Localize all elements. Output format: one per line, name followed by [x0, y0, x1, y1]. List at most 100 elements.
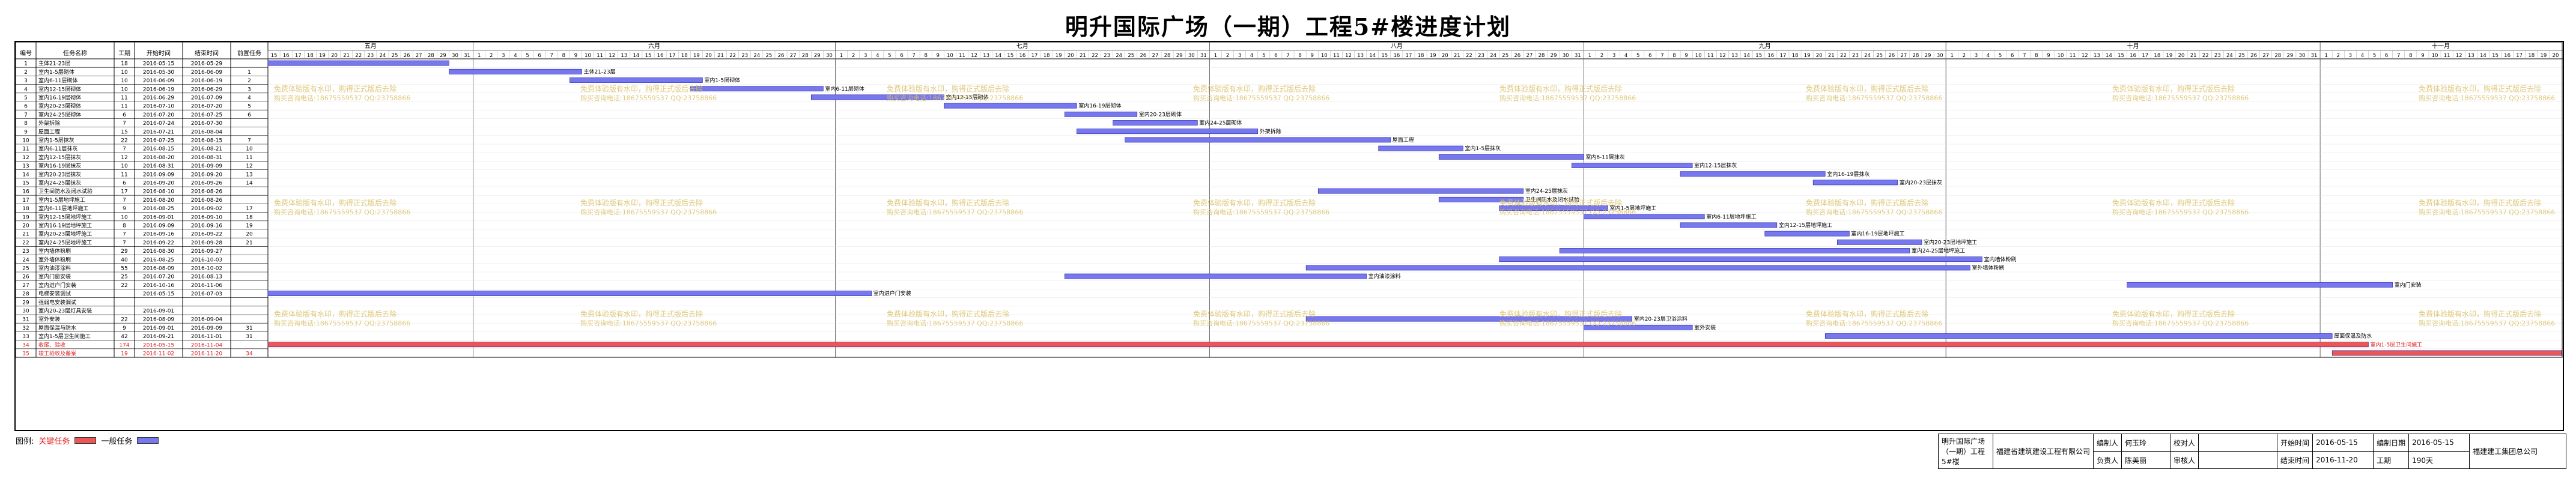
- task-bar: [1438, 196, 1524, 202]
- day-tick-label: 4: [1987, 53, 1990, 59]
- task-cell: 2016-10-02: [191, 266, 222, 272]
- day-tick-label: 15: [1755, 53, 1762, 59]
- task-cell: 22: [121, 317, 127, 323]
- day-tick-label: 11: [1333, 53, 1340, 59]
- task-cell: 11: [22, 147, 29, 153]
- day-tick-label: 8: [2035, 53, 2038, 59]
- task-cell: 17: [22, 198, 29, 204]
- day-tick-label: 26: [778, 53, 785, 59]
- day-tick-label: 3: [1238, 53, 1241, 59]
- task-cell: 2016-08-26: [191, 189, 223, 195]
- task-name: 外架拆除: [38, 119, 60, 127]
- task-cell: 15: [22, 181, 29, 187]
- task-cell: 2016-09-16: [143, 232, 175, 238]
- task-cell: 2016-09-27: [191, 249, 222, 255]
- day-tick-label: 24: [1116, 53, 1122, 59]
- day-tick-label: 13: [2468, 53, 2474, 59]
- day-tick-label: 5: [1636, 53, 1639, 59]
- task-cell: 22: [22, 240, 29, 246]
- task-cell: 26: [22, 274, 29, 280]
- task-cell: 2016-08-31: [191, 155, 222, 161]
- task-cell: 19: [22, 214, 29, 220]
- day-tick-label: 17: [1031, 53, 1038, 59]
- day-tick-label: 9: [1310, 53, 1313, 59]
- task-cell: 34: [22, 342, 29, 348]
- task-cell: 174: [119, 342, 129, 348]
- day-tick-label: 8: [2409, 53, 2412, 59]
- task-cell: 2016-06-09: [143, 78, 175, 84]
- task-cell: 2016-07-20: [143, 112, 175, 118]
- task-cell: 2016-06-29: [191, 86, 223, 92]
- day-tick-label: 27: [790, 53, 797, 59]
- task-cell: 19: [121, 351, 128, 357]
- day-tick-label: 14: [1369, 53, 1376, 59]
- task-name: 室内6-11层砌体: [38, 77, 77, 84]
- task-bar-label: 屋面工程: [1393, 137, 1414, 144]
- task-cell: 2016-08-09: [143, 266, 175, 272]
- task-cell: 30: [22, 309, 29, 315]
- day-tick-label: 2: [2337, 53, 2340, 59]
- task-cell: 33: [22, 334, 29, 340]
- task-cell: 2016-09-09: [191, 325, 223, 331]
- task-cell: 2016-09-26: [191, 181, 223, 187]
- watermark-line1: 免费体验版有水印，购得正式版后去除: [580, 309, 703, 318]
- day-tick-label: 8: [562, 53, 565, 59]
- day-tick-label: 2: [852, 53, 855, 59]
- task-name: 电梯安装调试: [38, 290, 71, 297]
- day-tick-label: 25: [2238, 53, 2245, 59]
- task-cell: 12: [246, 163, 252, 169]
- task-cell: 7: [123, 240, 126, 246]
- legend-label: 图例:: [16, 437, 34, 446]
- day-tick-label: 30: [826, 53, 833, 59]
- page-title: 明升国际广场（一期）工程5#楼进度计划: [1065, 13, 1511, 40]
- day-tick-label: 31: [1200, 53, 1207, 59]
- task-cell: 22: [121, 283, 127, 289]
- task-cell: 32: [22, 325, 29, 331]
- day-tick-label: 24: [753, 53, 760, 59]
- day-tick-label: 14: [995, 53, 1001, 59]
- watermark-line2: 购买咨询电话:18675559537 QQ:23758866: [580, 319, 717, 327]
- day-tick-label: 14: [2106, 53, 2112, 59]
- task-cell: 2016-08-30: [143, 249, 175, 255]
- watermark-line2: 购买咨询电话:18675559537 QQ:23758866: [274, 94, 410, 102]
- watermark-line1: 免费体验版有水印，购得正式版后去除: [274, 84, 396, 93]
- day-tick-label: 5: [526, 53, 529, 59]
- column-header: 编号: [20, 49, 32, 57]
- day-tick-label: 20: [1442, 53, 1448, 59]
- task-bar: [1680, 222, 1778, 228]
- watermark-line1: 免费体验版有水印，购得正式版后去除: [2112, 198, 2235, 207]
- month-label: 五月: [365, 43, 377, 50]
- task-cell: 8: [123, 223, 126, 229]
- watermark-line1: 免费体验版有水印，购得正式版后去除: [2112, 84, 2235, 93]
- task-cell: 2016-08-15: [143, 147, 174, 153]
- watermark-line2: 购买咨询电话:18675559537 QQ:23758866: [887, 319, 1023, 327]
- task-bar-label: 室内12-15层抹灰: [1694, 162, 1737, 169]
- watermark-line1: 免费体验版有水印，购得正式版后去除: [580, 84, 703, 93]
- watermark-line1: 免费体验版有水印，购得正式版后去除: [1806, 309, 1928, 318]
- day-tick-label: 11: [959, 53, 965, 59]
- day-tick-label: 19: [693, 53, 700, 59]
- task-cell: 7: [123, 121, 126, 127]
- day-tick-label: 19: [2166, 53, 2173, 59]
- day-tick-label: 9: [2047, 53, 2050, 59]
- day-tick-label: 7: [1286, 53, 1289, 59]
- watermark-line1: 免费体验版有水印，购得正式版后去除: [2112, 309, 2235, 318]
- task-name: 卫生间防水及闭水试验: [38, 188, 93, 195]
- task-name: 竣工验收及备案: [38, 350, 76, 357]
- day-tick-label: 28: [802, 53, 809, 59]
- tb-company: 福建省建筑建设工程有限公司: [1992, 434, 2094, 469]
- task-bar: [690, 86, 824, 92]
- task-bar: [1499, 205, 1608, 211]
- task-cell: 22: [121, 138, 127, 144]
- task-name: 主体21-23层: [38, 60, 70, 67]
- day-tick-label: 26: [1140, 53, 1146, 59]
- day-tick-label: 10: [2432, 53, 2438, 59]
- task-cell: 2: [248, 78, 251, 84]
- task-bar: [1499, 256, 1982, 262]
- task-cell: 2016-07-30: [191, 121, 223, 127]
- legend-normal-swatch: [137, 437, 159, 444]
- task-bar-label: 室内16-19层砌体: [1078, 102, 1121, 109]
- day-tick-label: 4: [1250, 53, 1253, 59]
- day-tick-label: 9: [2421, 53, 2424, 59]
